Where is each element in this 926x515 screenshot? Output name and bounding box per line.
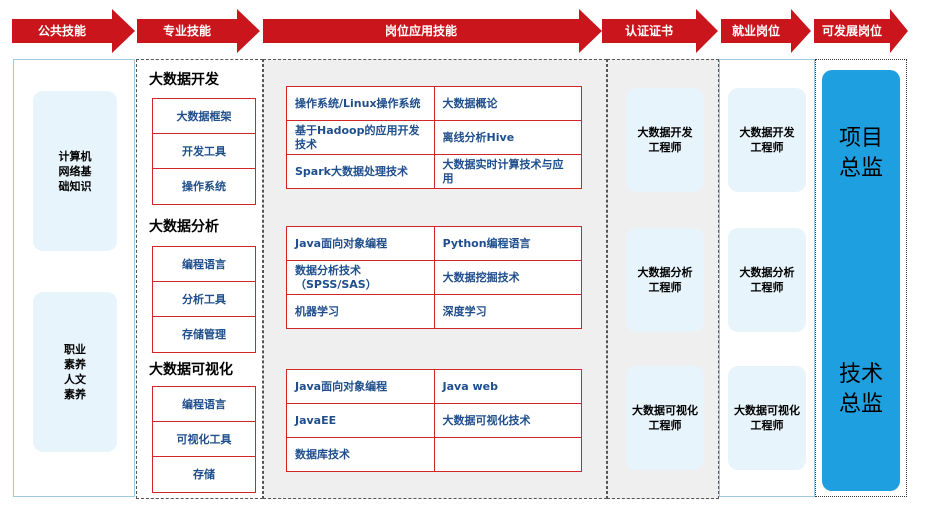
table-cell: Java web [433, 369, 583, 404]
app-skill-table-analysis: Java面向对象编程 Python编程语言 数据分析技术 （SPSS/SAS） … [286, 226, 583, 329]
table-cell: JavaEE [286, 403, 435, 438]
job-label: 大数据开发 工程师 [739, 126, 795, 154]
header-label-professional-skills: 专业技能 [162, 24, 211, 38]
table-cell: 大数据概论 [433, 86, 583, 121]
header-label-future-positions: 可发展岗位 [821, 24, 882, 38]
public-skill-label: 计算机 网络基 础知识 [58, 149, 92, 193]
skill-item: 编程语言 [153, 387, 255, 422]
skill-item: 操作系统 [182, 180, 226, 193]
header-arrow-future-positions: 可发展岗位 [814, 9, 908, 53]
table-row: JavaEE 大数据可视化技术 [286, 403, 583, 438]
arrow-shape [137, 9, 260, 53]
arrow-shape [602, 9, 718, 53]
skill-item: 大数据框架 [153, 99, 255, 134]
skill-item: 分析工具 [153, 282, 255, 317]
skill-group-title-analysis: 大数据分析 [149, 219, 219, 235]
table-cell: Spark大数据处理技术 [286, 154, 435, 189]
header-arrow-application-skills: 岗位应用技能 [263, 9, 602, 53]
certificate-label: 大数据分析 工程师 [637, 266, 693, 294]
job-label: 大数据分析 工程师 [739, 266, 795, 294]
future-positions-bar: 项目 总监 技术 总监 [822, 70, 900, 491]
public-skill-label: 职业 素养 人文 素养 [64, 343, 86, 401]
table-row: 操作系统/Linux操作系统 大数据概论 [286, 86, 583, 121]
table-row: 数据分析技术 （SPSS/SAS） 大数据挖掘技术 [286, 260, 583, 295]
arrow-shape [814, 9, 908, 53]
job-analysis-engineer: 大数据分析 工程师 [728, 228, 806, 332]
table-row: 基于Hadoop的应用开发技术 离线分析Hive [286, 120, 583, 155]
future-position-project-director: 项目 总监 [838, 126, 883, 181]
skill-group-title-dev: 大数据开发 [149, 72, 219, 88]
certificate-label: 大数据可视化 工程师 [632, 404, 698, 432]
certificate-visualization-engineer: 大数据可视化 工程师 [626, 366, 704, 470]
arrow-shape [12, 9, 135, 53]
job-label: 大数据可视化 工程师 [734, 404, 800, 432]
header-label-application-skills: 岗位应用技能 [384, 24, 457, 38]
table-row: 机器学习 深度学习 [286, 294, 583, 329]
public-skill-professional-literacy: 职业 素养 人文 素养 [33, 292, 117, 452]
header-label-jobs: 就业岗位 [731, 24, 780, 38]
table-cell: 大数据实时计算技术与应用 [433, 154, 583, 189]
table-cell: 机器学习 [286, 294, 435, 329]
header-label-certificates: 认证证书 [624, 24, 673, 38]
table-row: 数据库技术 [286, 437, 583, 472]
skill-group-title-visualization: 大数据可视化 [149, 362, 233, 378]
table-cell: 大数据挖掘技术 [433, 260, 583, 295]
app-skill-table-visualization: Java面向对象编程 Java web JavaEE 大数据可视化技术 数据库技… [286, 369, 583, 472]
table-row: Java面向对象编程 Python编程语言 [286, 226, 583, 261]
skill-group-visualization: 编程语言 可视化工具 存储 [152, 386, 256, 493]
certificate-dev-engineer: 大数据开发 工程师 [626, 88, 704, 192]
table-cell: 数据库技术 [286, 437, 435, 472]
future-position-tech-director: 技术 总监 [838, 362, 883, 417]
skill-item: 可视化工具 [153, 422, 255, 457]
table-cell: Java面向对象编程 [286, 369, 435, 404]
header-arrow-jobs: 就业岗位 [721, 9, 811, 53]
table-cell: Python编程语言 [433, 226, 583, 261]
header-arrow-certificates: 认证证书 [602, 9, 718, 53]
table-cell: 深度学习 [433, 294, 583, 329]
table-cell: 离线分析Hive [433, 120, 583, 155]
header-label-public-skills: 公共技能 [37, 24, 86, 38]
skill-item: 开发工具 [153, 134, 255, 169]
app-skill-table-dev: 操作系统/Linux操作系统 大数据概论 基于Hadoop的应用开发技术 离线分… [286, 86, 583, 189]
table-cell: Java面向对象编程 [286, 226, 435, 261]
skill-group-dev: 大数据框架 开发工具 操作系统 [152, 98, 256, 205]
table-cell: 基于Hadoop的应用开发技术 [286, 120, 435, 155]
header-arrow-public-skills: 公共技能 [12, 9, 135, 53]
skill-item: 编程语言 [153, 247, 255, 282]
certificate-label: 大数据开发 工程师 [637, 126, 693, 154]
public-skill-network-basics: 计算机 网络基 础知识 [33, 91, 117, 251]
skill-group-analysis: 编程语言 分析工具 存储管理 [152, 246, 256, 353]
table-cell: 大数据可视化技术 [433, 403, 583, 438]
table-row: Java面向对象编程 Java web [286, 369, 583, 404]
certificate-analysis-engineer: 大数据分析 工程师 [626, 228, 704, 332]
job-dev-engineer: 大数据开发 工程师 [728, 88, 806, 192]
table-cell: 数据分析技术 （SPSS/SAS） [286, 260, 435, 295]
arrow-shape [721, 9, 811, 53]
table-cell: 操作系统/Linux操作系统 [286, 86, 435, 121]
header-arrow-professional-skills: 专业技能 [137, 9, 260, 53]
table-cell [433, 437, 583, 472]
table-row: Spark大数据处理技术 大数据实时计算技术与应用 [286, 154, 583, 189]
skill-item: 存储 [193, 468, 215, 481]
job-visualization-engineer: 大数据可视化 工程师 [728, 366, 806, 470]
arrow-shape [263, 9, 602, 53]
skill-item: 存储管理 [182, 328, 226, 341]
